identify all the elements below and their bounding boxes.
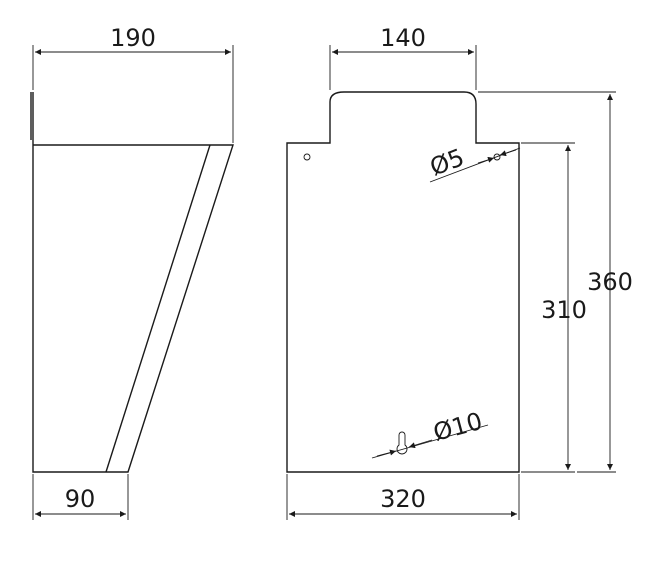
- dimension-total-height-label: 360: [587, 268, 633, 296]
- dimension-side-top: 190: [32, 24, 234, 143]
- dimension-keyhole: Ø10: [371, 407, 489, 459]
- dimension-front-width: 320: [286, 474, 520, 520]
- dimension-front-width-label: 320: [380, 485, 426, 513]
- dimension-side-bottom: 90: [32, 474, 129, 520]
- dimension-small-hole-label: Ø5: [426, 143, 468, 181]
- small-hole-left: [303, 153, 311, 161]
- dimension-front-tab-label: 140: [380, 24, 426, 52]
- side-view-outline: [32, 92, 234, 473]
- dimension-side-top-label: 190: [110, 24, 156, 52]
- dimension-front-tab: 140: [329, 24, 477, 90]
- side-view: 190 90: [30, 24, 234, 520]
- dimension-keyhole-label: Ø10: [430, 407, 485, 447]
- dimension-body-height-label: 310: [541, 296, 587, 324]
- front-view-outline: [286, 91, 520, 473]
- dimension-side-bottom-label: 90: [65, 485, 96, 513]
- dimension-total-height: 360: [478, 91, 633, 473]
- dimension-body-height: 310: [521, 142, 587, 473]
- small-hole-right: [493, 153, 501, 161]
- keyhole-slot: [396, 431, 408, 455]
- front-view: Ø5 Ø10 140 320 310: [286, 24, 633, 520]
- dimension-small-hole: Ø5: [426, 143, 521, 183]
- side-view-inner-edge: [105, 144, 211, 473]
